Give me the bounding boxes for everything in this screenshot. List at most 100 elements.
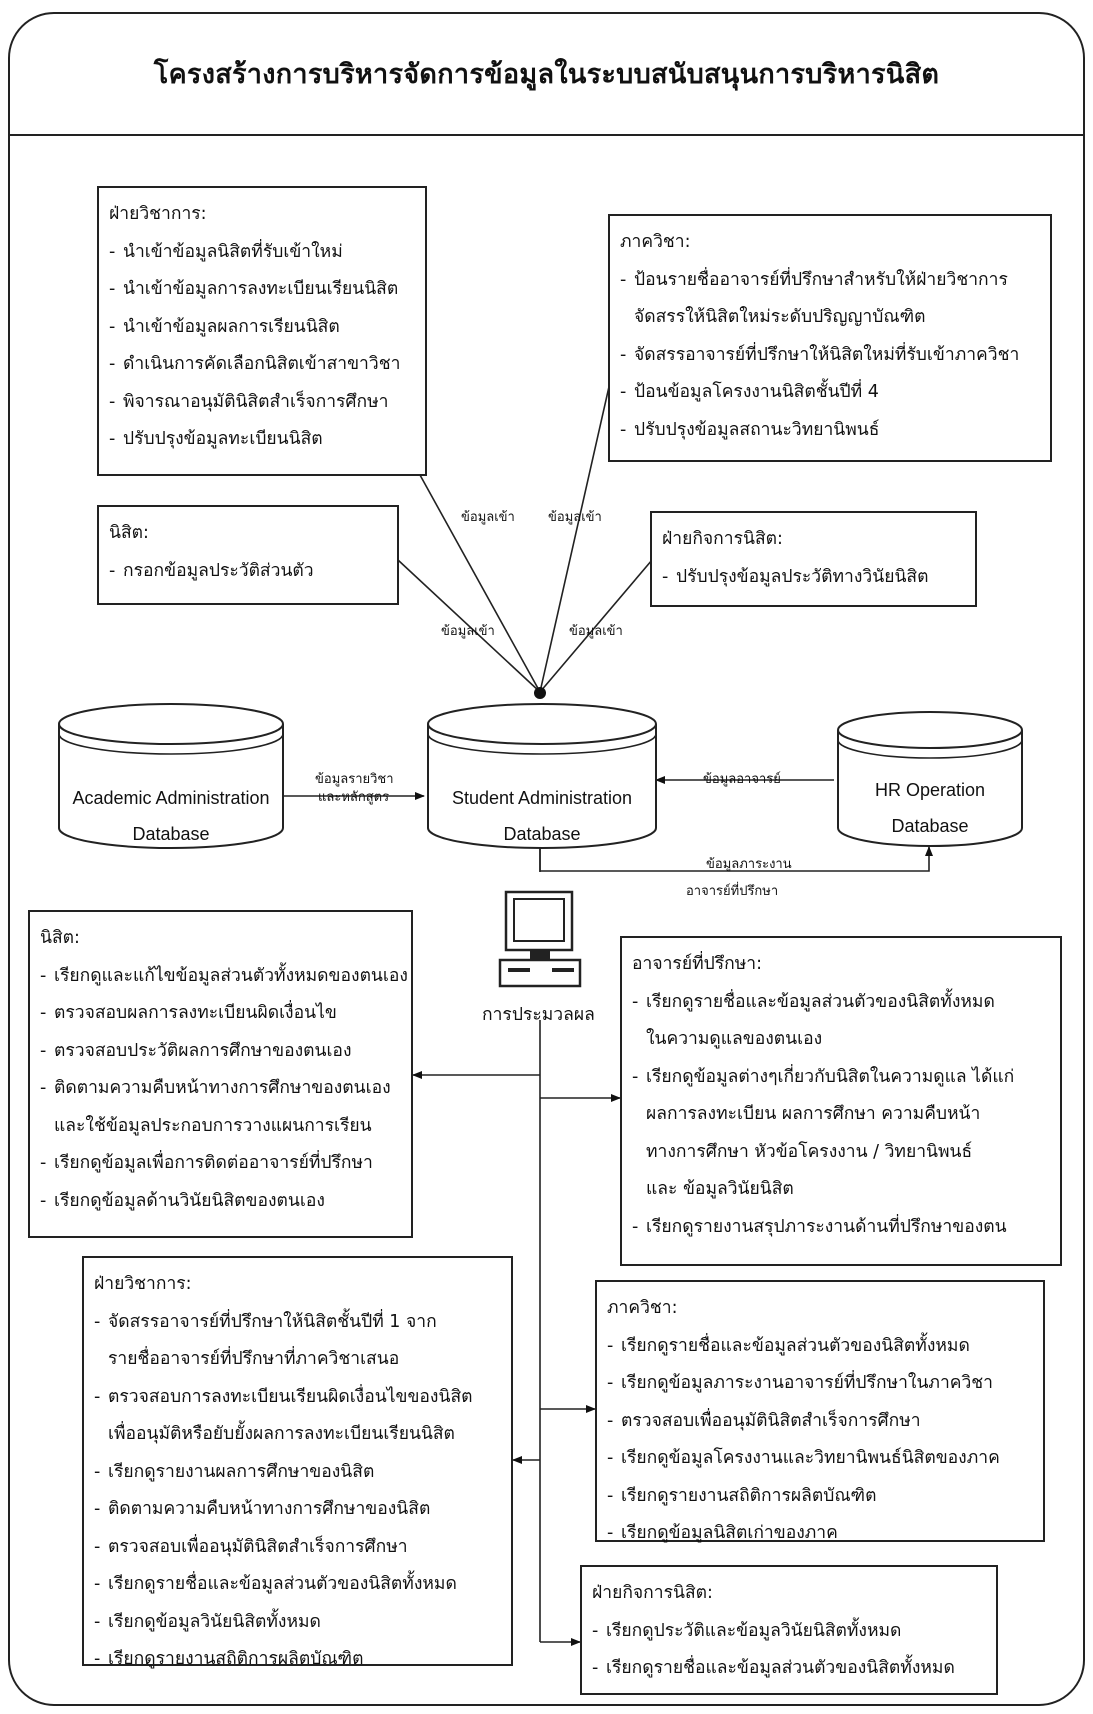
list-item: ปรับปรุงข้อมูลทะเบียนนิสิต: [109, 421, 415, 459]
list-item: ตรวจสอบเพื่ออนุมัตินิสิตสำเร็จการศึกษา: [94, 1529, 501, 1567]
box-heading: ฝ่ายกิจการนิสิต:: [662, 529, 783, 549]
computer-icon: [498, 890, 582, 988]
list-item: เรียกดูรายงานผลการศึกษาของนิสิต: [94, 1454, 501, 1492]
list-item: เรียกดูรายงานสถิติการผลิตบัณฑิต: [607, 1478, 1033, 1516]
list-item: กรอกข้อมูลประวัติส่วนตัว: [109, 553, 387, 591]
list-item: ป้อนรายชื่ออาจารย์ที่ปรึกษาสำหรับให้ฝ่าย…: [620, 262, 1040, 337]
database-name: Academic Administration: [72, 788, 270, 808]
academic-database: Academic Administration Database: [57, 702, 285, 850]
box-heading: ฝ่ายวิชาการ:: [94, 1274, 192, 1294]
convergence-point: [534, 687, 546, 699]
student-input-box: นิสิต: กรอกข้อมูลประวัติส่วนตัว: [97, 505, 399, 605]
list-item: ดำเนินการคัดเลือกนิสิตเข้าสาขาวิชา: [109, 346, 415, 384]
list-item: เรียกดูรายชื่อและข้อมูลส่วนตัวของนิสิตทั…: [632, 984, 1050, 1059]
item-list: จัดสรรอาจารย์ที่ปรึกษาให้นิสิตชั้นปีที่ …: [94, 1304, 501, 1679]
list-item: จัดสรรอาจารย์ที่ปรึกษาให้นิสิตชั้นปีที่ …: [94, 1304, 501, 1379]
database-icon: [837, 711, 1023, 847]
item-line: ป้อนรายชื่ออาจารย์ที่ปรึกษาสำหรับให้ฝ่าย…: [634, 269, 1008, 290]
item-line: ติดตามความคืบหน้าทางการศึกษาของตนเอง: [54, 1078, 391, 1098]
list-item: เรียกดูประวัติและข้อมูลวินัยนิสิตทั้งหมด: [592, 1613, 986, 1651]
processing-label: การประมวลผล: [482, 1005, 595, 1025]
list-item: เรียกดูและแก้ไขข้อมูลส่วนตัวทั้งหมดของตน…: [40, 958, 408, 996]
item-list: เรียกดูรายชื่อและข้อมูลส่วนตัวของนิสิตทั…: [607, 1328, 1033, 1553]
list-item: นำเข้าข้อมูลผลการเรียนนิสิต: [109, 309, 415, 347]
item-line: เพื่ออนุมัติหรือยับยั้งผลการลงทะเบียนเรี…: [108, 1424, 455, 1444]
student-affairs-output-box: ฝ่ายกิจการนิสิต: เรียกดูประวัติและข้อมูล…: [580, 1565, 998, 1695]
box-heading: นิสิต:: [40, 928, 80, 948]
department-input-box: ภาควิชา: ป้อนรายชื่ออาจารย์ที่ปรึกษาสำหร…: [608, 214, 1052, 462]
list-item: นำเข้าข้อมูลนิสิตที่รับเข้าใหม่: [109, 234, 415, 272]
diagram-title: โครงสร้างการบริหารจัดการข้อมูลในระบบสนับ…: [153, 59, 940, 90]
item-line: และ ข้อมูลวินัยนิสิต: [646, 1179, 794, 1199]
item-line: รายชื่ออาจารย์ที่ปรึกษาที่ภาควิชาเสนอ: [108, 1349, 400, 1369]
item-line: ในความดูแลของตนเอง: [646, 1029, 823, 1049]
list-item: เรียกดูข้อมูลเพื่อการติดต่ออาจารย์ที่ปรึ…: [40, 1145, 401, 1183]
data-in-label: ข้อมูลเข้า: [461, 510, 515, 525]
list-item: ปรับปรุงข้อมูลประวัติทางวินัยนิสิต: [662, 559, 965, 597]
list-item: ป้อนข้อมูลโครงงานนิสิตชั้นปีที่ 4: [620, 374, 1040, 412]
database-name: Student Administration: [451, 788, 633, 808]
academic-affairs-input-box: ฝ่ายวิชาการ: นำเข้าข้อมูลนิสิตที่รับเข้า…: [97, 186, 427, 476]
item-line: เรียกดูรายชื่อและข้อมูลส่วนตัวของนิสิตทั…: [646, 991, 995, 1012]
item-line: เรียกดูข้อมูลต่างๆเกี่ยวกับนิสิตในความดู…: [646, 1066, 1015, 1087]
list-item: ติดตามความคืบหน้าทางการศึกษาของนิสิต: [94, 1491, 501, 1529]
student-database: Student Administration Database: [426, 702, 658, 850]
item-list: นำเข้าข้อมูลนิสิตที่รับเข้าใหม่ นำเข้าข้…: [109, 234, 415, 459]
item-line: ตรวจสอบการลงทะเบียนเรียนผิดเงื่อนไขของนิ…: [108, 1386, 473, 1407]
box-heading: นิสิต:: [109, 523, 149, 543]
item-line: และใช้ข้อมูลประกอบการวางแผนการเรียน: [54, 1115, 372, 1136]
item-list: เรียกดูและแก้ไขข้อมูลส่วนตัวทั้งหมดของตน…: [40, 958, 408, 1221]
course-data-label: ข้อมูลรายวิชา: [315, 772, 394, 787]
list-item: เรียกดูข้อมูลโครงงานและวิทยานิพนธ์นิสิตข…: [607, 1440, 1033, 1478]
instructor-data-label: ข้อมูลอาจารย์: [703, 772, 781, 787]
data-in-label: ข้อมูลเข้า: [569, 624, 623, 639]
list-item: เรียกดูรายชื่อและข้อมูลส่วนตัวของนิสิตทั…: [94, 1566, 501, 1604]
list-item: เรียกดูข้อมูลภาระงานอาจารย์ที่ปรึกษาในภา…: [607, 1365, 1033, 1403]
list-item: เรียกดูข้อมูลด้านวินัยนิสิตของตนเอง: [40, 1183, 401, 1221]
box-heading: ภาควิชา:: [607, 1298, 678, 1318]
input-flow-lines: [397, 337, 653, 693]
item-list: ปรับปรุงข้อมูลประวัติทางวินัยนิสิต: [662, 559, 965, 597]
box-heading: ภาควิชา:: [620, 232, 691, 252]
database-name: HR Operation: [874, 780, 986, 800]
course-data-label: และหลักสูตร: [318, 790, 390, 805]
database-label: Database: [503, 824, 581, 844]
workload-label: ข้อมูลภาระงาน: [706, 857, 792, 872]
hr-database: HR Operation Database: [836, 710, 1024, 850]
data-in-label: ข้อมูลเข้า: [548, 510, 602, 525]
list-item: ติดตามความคืบหน้าทางการศึกษาของตนเอง และ…: [40, 1070, 401, 1145]
data-in-label: ข้อมูลเข้า: [441, 624, 495, 639]
box-heading: ฝ่ายวิชาการ:: [109, 204, 207, 224]
list-item: เรียกดูรายงานสถิติการผลิตบัณฑิต: [94, 1641, 501, 1679]
list-item: ตรวจสอบผลการลงทะเบียนผิดเงื่อนไข: [40, 995, 401, 1033]
list-item: เรียกดูข้อมูลวินัยนิสิตทั้งหมด: [94, 1604, 501, 1642]
box-heading: ฝ่ายกิจการนิสิต:: [592, 1583, 713, 1603]
item-list: เรียกดูประวัติและข้อมูลวินัยนิสิตทั้งหมด…: [592, 1613, 986, 1688]
database-icon: [58, 703, 284, 849]
item-line: ทางการศึกษา หัวข้อโครงงาน / วิทยานิพนธ์: [646, 1141, 973, 1162]
item-list: ป้อนรายชื่ออาจารย์ที่ปรึกษาสำหรับให้ฝ่าย…: [620, 262, 1040, 450]
list-item: เรียกดูรายชื่อและข้อมูลส่วนตัวของนิสิตทั…: [592, 1650, 986, 1688]
list-item: นำเข้าข้อมูลการลงทะเบียนเรียนนิสิต: [109, 271, 415, 309]
advisor-output-box: อาจารย์ที่ปรึกษา: เรียกดูรายชื่อและข้อมู…: [620, 936, 1062, 1266]
list-item: ตรวจสอบประวัติผลการศึกษาของตนเอง: [40, 1033, 401, 1071]
list-item: ตรวจสอบเพื่ออนุมัตินิสิตสำเร็จการศึกษา: [607, 1403, 1033, 1441]
list-item: ตรวจสอบการลงทะเบียนเรียนผิดเงื่อนไขของนิ…: [94, 1379, 501, 1454]
database-label: Database: [891, 816, 969, 836]
item-list: กรอกข้อมูลประวัติส่วนตัว: [109, 553, 387, 591]
department-output-box: ภาควิชา: เรียกดูรายชื่อและข้อมูลส่วนตัวข…: [595, 1280, 1045, 1552]
item-list: เรียกดูรายชื่อและข้อมูลส่วนตัวของนิสิตทั…: [632, 984, 1050, 1247]
item-line: ผลการลงทะเบียน ผลการศึกษา ความคืบหน้า: [646, 1104, 981, 1124]
item-line: จัดสรรให้นิสิตใหม่ระดับปริญญาบัณฑิต: [634, 307, 926, 327]
box-heading: อาจารย์ที่ปรึกษา:: [632, 954, 762, 974]
list-item: เรียกดูรายชื่อและข้อมูลส่วนตัวของนิสิตทั…: [607, 1328, 1033, 1366]
list-item: จัดสรรอาจารย์ที่ปรึกษาให้นิสิตใหม่ที่รับ…: [620, 337, 1040, 375]
item-line: จัดสรรอาจารย์ที่ปรึกษาให้นิสิตชั้นปีที่ …: [108, 1311, 437, 1332]
list-item: พิจารณาอนุมัตินิสิตสำเร็จการศึกษา: [109, 384, 415, 422]
list-item: เรียกดูข้อมูลนิสิตเก่าของภาค: [607, 1515, 1033, 1553]
student-affairs-input-box: ฝ่ายกิจการนิสิต: ปรับปรุงข้อมูลประวัติทา…: [650, 511, 977, 607]
database-icon: [427, 703, 657, 849]
student-output-box: นิสิต: เรียกดูและแก้ไขข้อมูลส่วนตัวทั้งห…: [28, 910, 413, 1238]
output-arrows: [412, 1071, 621, 1646]
